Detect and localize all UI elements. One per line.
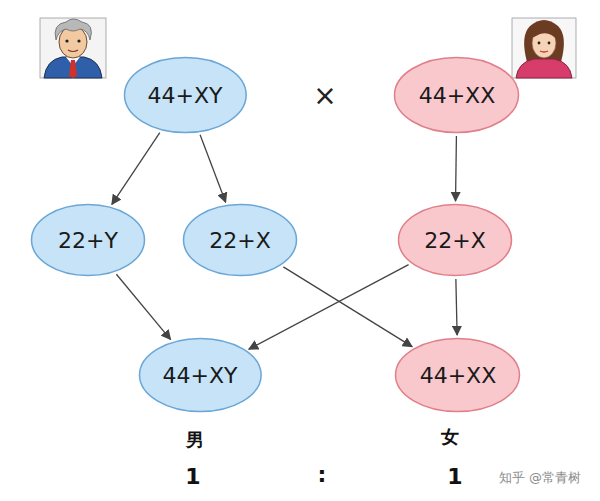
- female-ellipse: 44+XX: [394, 337, 521, 413]
- man-portrait: [40, 18, 106, 78]
- arrow-connector: [112, 133, 160, 205]
- male-ellipse: 44+XY: [123, 56, 248, 134]
- male-ellipse: 44+XY: [138, 337, 263, 413]
- chromosome-formula: 22+X: [209, 228, 271, 253]
- sex-label: 女: [441, 425, 459, 449]
- arrow-connector: [249, 265, 409, 350]
- male-ellipse: 22+Y: [30, 203, 146, 277]
- chromosome-formula: 44+XY: [163, 363, 238, 388]
- female-ellipse: 22+X: [397, 203, 513, 277]
- arrow-connector: [200, 135, 226, 202]
- watermark: 知乎 @常青树: [499, 469, 581, 487]
- cross-symbol: ×: [313, 79, 336, 112]
- chromosome-formula: 44+XY: [148, 83, 223, 108]
- ratio-colon: :: [318, 462, 327, 487]
- arrow-connector: [456, 279, 457, 335]
- chromosome-formula: 44+XX: [419, 83, 496, 108]
- chromosome-formula: 44+XX: [420, 363, 497, 388]
- chromosome-formula: 22+Y: [58, 228, 118, 253]
- arrow-connector: [283, 267, 412, 347]
- ratio-number: 1: [447, 464, 462, 489]
- female-ellipse: 44+XX: [393, 56, 520, 134]
- sex-label: 男: [186, 428, 204, 452]
- chromosome-formula: 22+X: [424, 228, 486, 253]
- arrow-connector: [116, 274, 170, 339]
- woman-portrait: [512, 18, 576, 78]
- ratio-number: 1: [185, 464, 200, 489]
- male-ellipse: 22+X: [182, 203, 298, 277]
- arrow-connector: [455, 136, 457, 201]
